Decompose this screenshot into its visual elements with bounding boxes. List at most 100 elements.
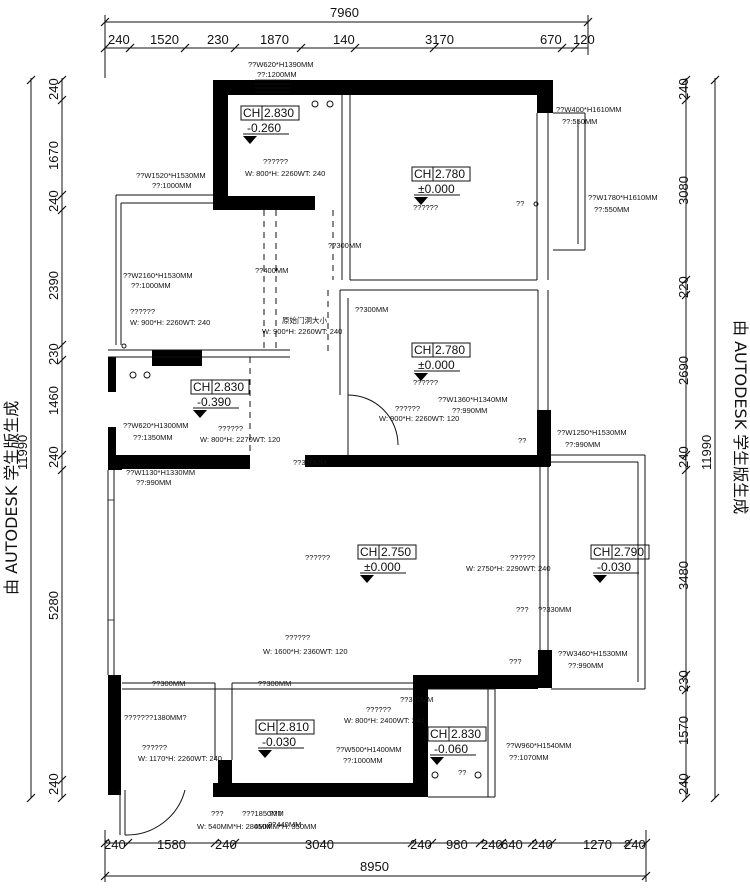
dim-right-7: 1570 bbox=[676, 716, 691, 745]
dim-top-6: 670 bbox=[540, 32, 562, 47]
annotation: ??? bbox=[509, 657, 522, 666]
ceiling-height-marker bbox=[357, 544, 417, 583]
annotation: ??:1200MM bbox=[257, 70, 297, 79]
annotation: ?????? bbox=[510, 553, 535, 562]
annotation: ??300MM bbox=[293, 458, 326, 467]
annotation: 原始门洞大小 bbox=[282, 315, 327, 325]
annotation: ?????? bbox=[142, 743, 167, 752]
level-marker-icon bbox=[193, 410, 207, 418]
ceiling-height-box bbox=[411, 166, 471, 182]
dimension-ticks bbox=[26, 17, 720, 881]
dim-top-1: 1520 bbox=[150, 32, 179, 47]
dim-tick bbox=[641, 838, 651, 848]
dim-tick bbox=[57, 355, 67, 365]
dim-right-6: 230 bbox=[676, 670, 691, 692]
dim-right-4: 240 bbox=[676, 446, 691, 468]
annotation: ?????? bbox=[218, 424, 243, 433]
ceiling-height-value: 2.830 bbox=[264, 106, 294, 120]
door-swings bbox=[124, 394, 399, 836]
dim-bottom-2: 240 bbox=[215, 837, 237, 852]
dim-tick bbox=[681, 685, 691, 695]
dim-bottom-1: 1580 bbox=[157, 837, 186, 852]
annotation: ?????? bbox=[285, 633, 310, 642]
dim-tick bbox=[641, 871, 651, 881]
level-marker-icon bbox=[360, 575, 374, 583]
dim-tick bbox=[57, 205, 67, 215]
dim-left-8: 240 bbox=[46, 773, 61, 795]
ceiling-height-value: 2.810 bbox=[279, 720, 309, 734]
annotation: ??? bbox=[516, 605, 529, 614]
ceiling-height-label: CH bbox=[243, 106, 260, 120]
dim-tick bbox=[180, 43, 190, 53]
annotation: 450MM*H: 350MM bbox=[254, 822, 317, 831]
annotation: W: 1170*H: 2260WT: 240 bbox=[138, 754, 222, 763]
ceiling-height-marker bbox=[427, 726, 487, 765]
floor-level-value: ±0.000 bbox=[418, 358, 455, 372]
dim-tick bbox=[100, 17, 110, 27]
dim-tick bbox=[681, 75, 691, 85]
dim-left-7: 5280 bbox=[46, 591, 61, 620]
annotation: ??W1250*H1530MM bbox=[557, 428, 627, 437]
dim-top-4: 140 bbox=[333, 32, 355, 47]
annotation: W: 800*H: 2400WT: 240 bbox=[344, 716, 424, 725]
dim-tick bbox=[57, 340, 67, 350]
watermark-left: 由 AUTODESK 学生版生成 bbox=[2, 401, 21, 595]
dim-bottom-5: 980 bbox=[446, 837, 468, 852]
dim-tick bbox=[57, 465, 67, 475]
dim-tick bbox=[681, 290, 691, 300]
dim-left-5: 1460 bbox=[46, 386, 61, 415]
ceiling-height-label: CH bbox=[414, 167, 431, 181]
dim-bottom-3: 3040 bbox=[305, 837, 334, 852]
dim-tick bbox=[123, 838, 133, 848]
dim-tick bbox=[125, 43, 135, 53]
annotation: W: 900*H: 2260WT: 240 bbox=[130, 318, 210, 327]
annotation: ??? bbox=[211, 809, 224, 818]
ceiling-height-value: 2.830 bbox=[451, 727, 481, 741]
dim-tick bbox=[681, 465, 691, 475]
annotation: ??300MM bbox=[328, 241, 361, 250]
level-marker-icon bbox=[414, 373, 428, 381]
annotation: W: 800*H: 2270WT: 120 bbox=[200, 435, 280, 444]
dim-left-2: 240 bbox=[46, 190, 61, 212]
dim-tick bbox=[26, 793, 36, 803]
annotation: ??W620*H1390MM bbox=[248, 60, 313, 69]
dashed-lines bbox=[122, 210, 334, 690]
level-marker-icon bbox=[243, 136, 257, 144]
ceiling-height-box bbox=[590, 544, 650, 560]
dim-top-3: 1870 bbox=[260, 32, 289, 47]
annotation: W: 900*H: 2260WT: 120 bbox=[379, 414, 459, 423]
dim-bottom-9: 1270 bbox=[583, 837, 612, 852]
annotation: ??W3460*H1530MM bbox=[558, 649, 628, 658]
ceiling-height-marker bbox=[255, 719, 315, 758]
annotation: ??:1000MM bbox=[343, 756, 383, 765]
annotation: ?? bbox=[516, 199, 524, 208]
annotation: ??:550MM bbox=[562, 117, 597, 126]
annotation: ??300MM bbox=[152, 679, 185, 688]
annotation: ?? bbox=[518, 436, 526, 445]
dim-right-0: 240 bbox=[676, 78, 691, 100]
annotation: ??W620*H1300MM bbox=[123, 421, 188, 430]
annotation: ???????1380MM? bbox=[124, 713, 187, 722]
dim-tick bbox=[57, 95, 67, 105]
ceiling-height-value: 2.830 bbox=[214, 380, 244, 394]
floor-level-value: ±0.000 bbox=[364, 560, 401, 574]
dim-bottom-10: 240 bbox=[624, 837, 646, 852]
dim-tick bbox=[681, 275, 691, 285]
dim-tick bbox=[210, 838, 220, 848]
annotation: ??:990MM bbox=[136, 478, 171, 487]
dim-right-8: 240 bbox=[676, 773, 691, 795]
level-marker-icon bbox=[593, 575, 607, 583]
annotation: ??W400*H1610MM bbox=[556, 105, 621, 114]
level-marker-icon bbox=[430, 757, 444, 765]
annotation: ??W1520*H1530MM bbox=[136, 171, 206, 180]
ceiling-height-value: 2.780 bbox=[435, 343, 465, 357]
overall-dim-left: 11990 bbox=[15, 435, 30, 470]
dim-tick bbox=[429, 43, 439, 53]
annotation: ??:990MM bbox=[568, 661, 603, 670]
annotation: ??:550MM bbox=[594, 205, 629, 214]
dim-tick bbox=[557, 43, 567, 53]
overall-dim-right: 11990 bbox=[699, 435, 714, 470]
level-marker-icon bbox=[258, 750, 272, 758]
dim-tick bbox=[623, 838, 633, 848]
